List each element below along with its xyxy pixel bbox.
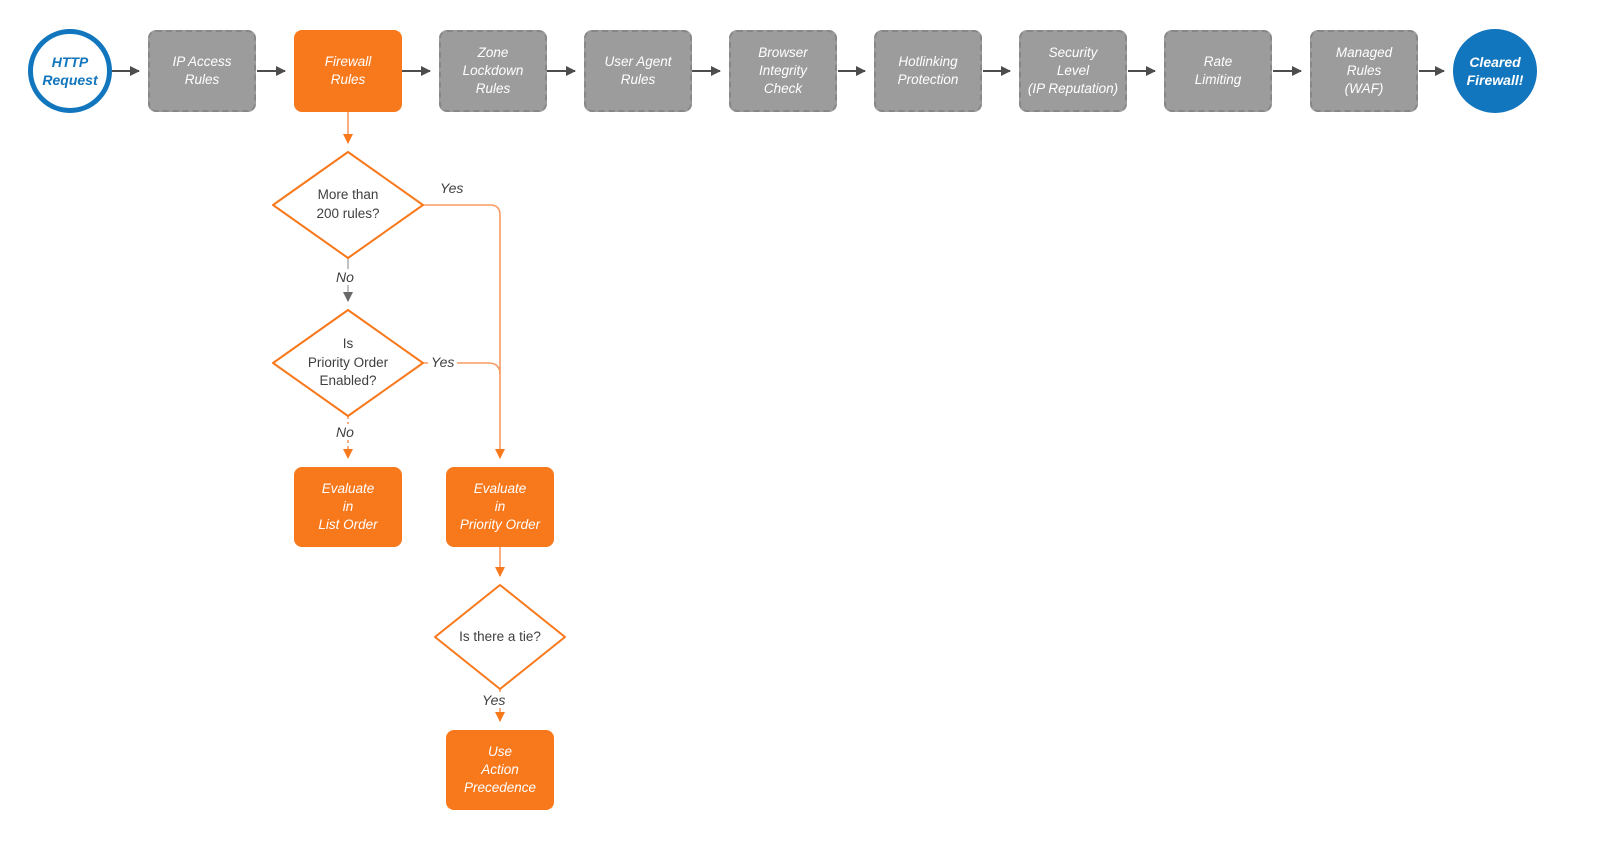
- box-label: Use Action Precedence: [463, 743, 537, 796]
- box-evaluate-in-priority-order: Evaluate in Priority Order: [446, 467, 554, 547]
- stage-label: IP Access Rules: [172, 54, 232, 87]
- stage-ip-access-rules: IP Access Rules: [148, 30, 256, 112]
- edge-yes-priority-enabled-merge: [423, 362, 501, 375]
- stage-label: Zone Lockdown Rules: [462, 45, 524, 96]
- decision-is-there-a-tie-text: Is there a tie?: [459, 628, 541, 644]
- stage-label: Security Level (IP Reputation): [1027, 45, 1119, 96]
- stage-managed-rules-waf: Managed Rules (WAF): [1310, 30, 1418, 112]
- stage-security-level: Security Level (IP Reputation): [1019, 30, 1127, 112]
- stage-zone-lockdown-rules: Zone Lockdown Rules: [439, 30, 547, 112]
- stage-hotlinking-protection: Hotlinking Protection: [874, 30, 982, 112]
- start-node-http-request: HTTP Request: [28, 29, 112, 113]
- end-node-label: Cleared Firewall!: [1466, 53, 1524, 88]
- edge-label-yes-priority-enabled: Yes: [428, 354, 458, 370]
- stage-browser-integrity-check: Browser Integrity Check: [729, 30, 837, 112]
- diamond-more-than-200-rules: [272, 151, 424, 259]
- edge-label-no-200rules: No: [333, 269, 357, 285]
- stage-label: Firewall Rules: [324, 54, 372, 87]
- stage-label: Hotlinking Protection: [897, 54, 959, 87]
- stage-firewall-rules: Firewall Rules: [294, 30, 402, 112]
- end-node-cleared-firewall: Cleared Firewall!: [1453, 29, 1537, 113]
- stage-label: Rate Limiting: [1194, 54, 1242, 87]
- box-label: Evaluate in List Order: [318, 480, 378, 533]
- diamond-priority-order-enabled: [272, 309, 424, 417]
- edge-label-yes-200rules: Yes: [437, 180, 467, 196]
- stage-rate-limiting: Rate Limiting: [1164, 30, 1272, 112]
- decision-diamonds: [272, 151, 566, 690]
- box-use-action-precedence: Use Action Precedence: [446, 730, 554, 810]
- diamond-is-there-a-tie: [434, 584, 566, 690]
- box-label: Evaluate in Priority Order: [459, 480, 541, 533]
- decision-priority-order-enabled-text: Is Priority Order Enabled?: [307, 335, 389, 389]
- edge-yes-200rules-to-priority-eval: [423, 204, 505, 459]
- stage-user-agent-rules: User Agent Rules: [584, 30, 692, 112]
- stage-label: Managed Rules (WAF): [1335, 45, 1393, 96]
- edge-label-no-priority-enabled: No: [333, 424, 357, 440]
- edge-label-yes-tie: Yes: [479, 692, 509, 708]
- stage-label: Browser Integrity Check: [758, 45, 808, 96]
- start-node-label: HTTP Request: [42, 53, 98, 88]
- stage-label: User Agent Rules: [604, 54, 672, 87]
- box-evaluate-in-list-order: Evaluate in List Order: [294, 467, 402, 547]
- decision-more-than-200-rules-text: More than 200 rules?: [316, 187, 380, 221]
